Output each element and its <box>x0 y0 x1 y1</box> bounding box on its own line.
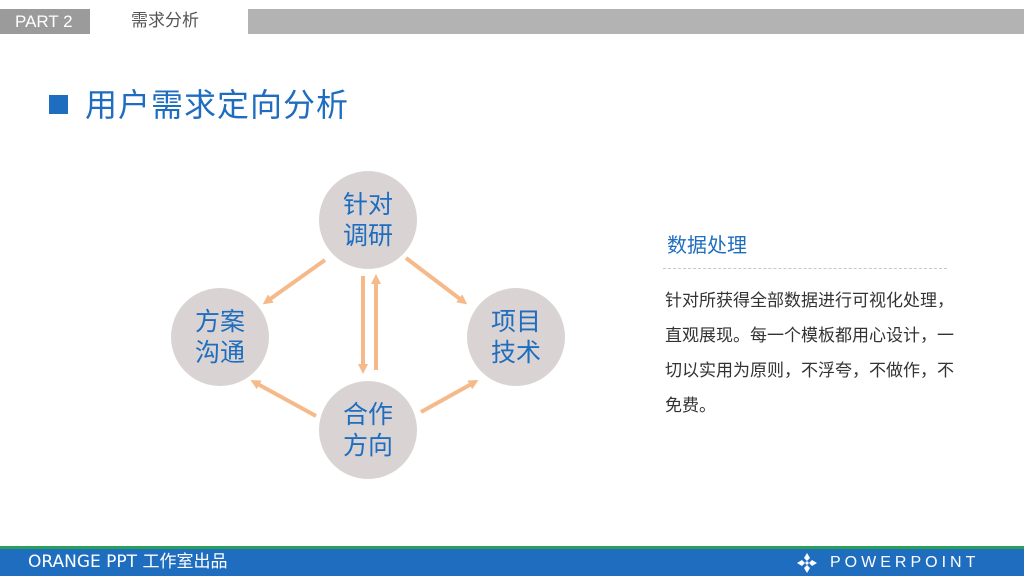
title-square-icon <box>49 95 68 114</box>
side-heading: 数据处理 <box>667 233 747 257</box>
flower-logo-icon <box>797 553 817 573</box>
page-title: 用户需求定向分析 <box>85 86 350 124</box>
header-bar: PART 2 需求分析 <box>0 9 1024 34</box>
section-name: 需求分析 <box>131 11 199 31</box>
side-divider <box>663 268 947 269</box>
footer-credit: ORANGE PPT 工作室出品 <box>28 552 228 572</box>
node-plan-communication: 方案沟通 <box>171 288 269 386</box>
arrow-top-to-right <box>404 256 468 305</box>
header-fill-bar <box>248 9 1024 34</box>
node-research: 针对调研 <box>319 171 417 269</box>
arrow-bottom-to-right <box>420 380 479 414</box>
arrow-top-to-left <box>262 258 327 305</box>
footer-brand: POWERPOINT <box>830 554 980 571</box>
part-label: PART 2 <box>0 9 90 34</box>
arrow-bottom-to-left <box>250 380 317 418</box>
footer-accent-line <box>0 546 1024 549</box>
side-body-text: 针对所获得全部数据进行可视化处理，直观展现。每一个模板都用心设计，一切以实用为原… <box>665 291 954 416</box>
node-project-tech: 项目技术 <box>467 288 565 386</box>
node-cooperation-direction: 合作方向 <box>319 381 417 479</box>
footer-bar: ORANGE PPT 工作室出品 POWERPOINT <box>0 549 1024 576</box>
